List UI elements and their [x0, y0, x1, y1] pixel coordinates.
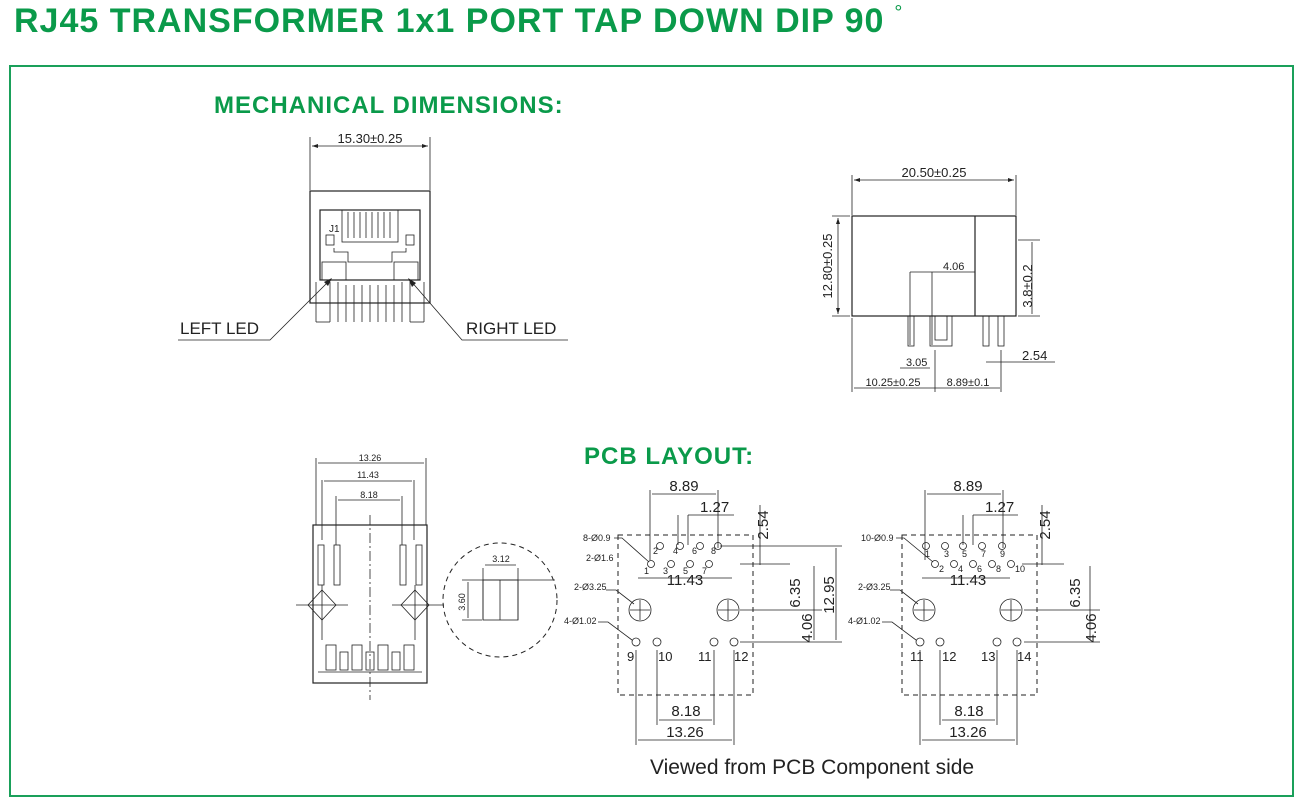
bottom-view: 13.26 11.43 8.18 [296, 453, 444, 700]
side-bottom-right-dim: 8.89±0.1 [947, 377, 990, 389]
pcb-b-pin-9: 9 [1000, 549, 1005, 559]
bottom-center-dim: 8.18 [360, 490, 378, 500]
side-pin-dim: 3.05 [906, 357, 927, 369]
pcb-b-dim-inner: 8.18 [954, 703, 983, 720]
pcb-b-pin-12: 12 [942, 649, 956, 664]
pcb-b-pin-10: 10 [1015, 564, 1025, 574]
mechanical-heading: MECHANICAL DIMENSIONS: [214, 92, 564, 119]
pcb-a-pin-1: 1 [644, 566, 649, 576]
pcb-a-dim-total: 13.26 [666, 724, 704, 741]
pcb-b-pin-13: 13 [981, 649, 995, 664]
detail-view: 3.12 3.60 [442, 542, 558, 658]
pcb-b-pin-7: 7 [981, 549, 986, 559]
pcb-a-pin-11: 11 [698, 649, 712, 664]
side-height-dim: 12.80±0.25 [820, 234, 835, 299]
side-pitch-dim: 2.54 [1022, 348, 1047, 363]
pcb-b-label-shield: 4-Ø1.02 [848, 616, 881, 626]
pcb-a-pin-5: 5 [683, 566, 688, 576]
pcb-layout-a: 8.89 1.27 2.54 11.43 2 4 6 8 1 3 5 7 [564, 478, 842, 745]
pcb-b-pin-6: 6 [977, 564, 982, 574]
pcb-a-pin-10: 10 [658, 649, 672, 664]
page-title: RJ45 TRANSFORMER 1x1 PORT TAP DOWN DIP 9… [14, 2, 904, 40]
pcb-b-dim-offset: 2.54 [1037, 510, 1054, 539]
detail-width-dim: 3.12 [492, 554, 510, 564]
pcb-b-pin-11: 11 [910, 649, 924, 664]
pcb-a-label-peg: 2-Ø3.25 [574, 582, 607, 592]
pcb-a-dim-top: 8.89 [669, 478, 698, 495]
pcb-a-pin-7: 7 [702, 566, 707, 576]
pcb-b-label-small: 10-Ø0.9 [861, 533, 894, 543]
pcb-a-pin-8: 8 [711, 546, 716, 556]
pcb-a-dim-shield: 4.06 [799, 613, 816, 642]
pcb-a-dim-height: 12.95 [821, 576, 838, 614]
pcb-b-dim-total: 13.26 [949, 724, 987, 741]
pcb-a-pin-12: 12 [734, 649, 748, 664]
side-length-dim: 20.50±0.25 [902, 165, 967, 180]
pcb-b-pin-3: 3 [944, 549, 949, 559]
pcb-a-dim-pitch: 1.27 [700, 499, 729, 516]
pcb-b-dim-shield: 4.06 [1083, 613, 1100, 642]
pcb-caption: Viewed from PCB Component side [650, 756, 975, 779]
front-width-dim: 15.30±0.25 [338, 131, 403, 146]
bottom-inner-dim: 11.43 [357, 470, 379, 480]
pcb-b-pin-8: 8 [996, 564, 1001, 574]
pcb-b-dim-peg: 6.35 [1067, 578, 1084, 607]
pcb-a-pin-2: 2 [653, 546, 658, 556]
pcb-b-pin-2: 2 [939, 564, 944, 574]
bottom-total-dim: 13.26 [359, 453, 382, 463]
pcb-a-label-shield: 4-Ø1.02 [564, 616, 597, 626]
pcb-b-dim-pitch: 1.27 [985, 499, 1014, 516]
pcb-b-dim-top: 8.89 [953, 478, 982, 495]
front-view: 15.30±0.25 J1 LEFT LE [178, 131, 568, 341]
side-view: 20.50±0.25 12.80±0.25 4.06 3.8±0.2 3.05 … [820, 165, 1055, 392]
drawing-frame [9, 65, 1294, 797]
pcb-a-dim-peg: 6.35 [787, 578, 804, 607]
pcb-b-pin-5: 5 [962, 549, 967, 559]
pcb-heading: PCB LAYOUT: [584, 443, 755, 470]
pcb-a-pin-6: 6 [692, 546, 697, 556]
side-bottom-left-dim: 10.25±0.25 [866, 377, 921, 389]
pcb-a-dim-row: 11.43 [667, 572, 703, 589]
pcb-a-label-led: 2-Ø1.6 [586, 553, 614, 563]
right-led-label: RIGHT LED [466, 319, 556, 338]
jack-label: J1 [329, 224, 340, 235]
pcb-a-pin-4: 4 [673, 546, 678, 556]
side-right-height-dim: 3.8±0.2 [1020, 264, 1035, 307]
pcb-b-pin-4: 4 [958, 564, 963, 574]
pcb-b-pin-14: 14 [1017, 649, 1031, 664]
side-inner-dim: 4.06 [943, 261, 964, 273]
pcb-b-dim-row: 11.43 [950, 572, 986, 589]
pcb-a-dim-offset: 2.54 [755, 510, 772, 539]
pcb-b-pin-1: 1 [925, 549, 930, 559]
pcb-a-pin-3: 3 [663, 566, 668, 576]
pcb-layout-b: 8.89 1.27 2.54 11.43 1 3 5 7 9 2 [848, 478, 1100, 745]
pcb-a-dim-inner: 8.18 [671, 703, 700, 720]
pcb-a-label-small: 8-Ø0.9 [583, 533, 611, 543]
degree-mark: ° [894, 2, 904, 24]
pcb-b-label-peg: 2-Ø3.25 [858, 582, 891, 592]
detail-height-dim: 3.60 [457, 593, 467, 611]
left-led-label: LEFT LED [180, 319, 259, 338]
pcb-a-pin-9: 9 [627, 649, 634, 664]
